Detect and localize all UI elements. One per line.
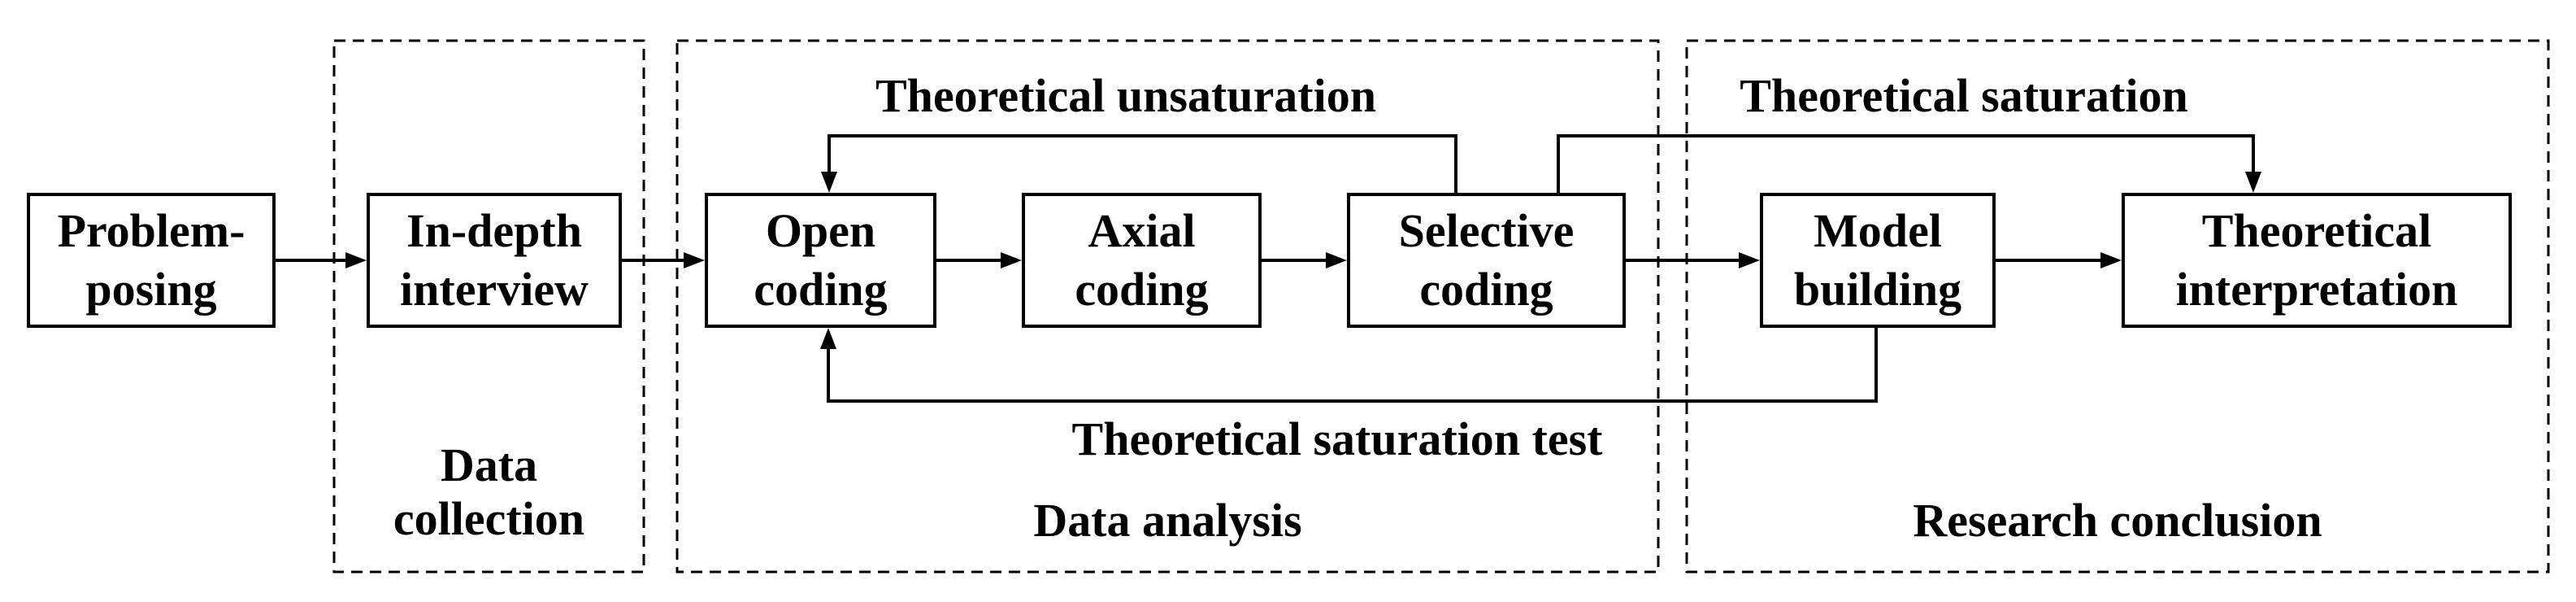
box-problem-posing-line2: posing: [85, 263, 217, 316]
box-in-depth-interview: In-depth interview: [367, 193, 622, 328]
region-data-analysis-border: [675, 39, 1660, 574]
box-open-coding: Open coding: [705, 193, 936, 328]
region-caption-data-collection: Data collection: [334, 438, 644, 546]
box-model-building: Model building: [1760, 193, 1996, 328]
box-theoretical-interpretation-line2: interpretation: [2175, 263, 2458, 316]
box-in-depth-interview-line2: interview: [400, 263, 589, 316]
box-selective-coding-line2: coding: [1419, 263, 1553, 316]
box-theoretical-interpretation-line1: Theoretical: [2201, 204, 2432, 257]
box-open-coding-line2: coding: [754, 263, 888, 316]
box-axial-coding-line2: coding: [1075, 263, 1209, 316]
box-problem-posing-line1: Problem-: [57, 204, 245, 257]
arrowhead-saturation-into-interpretation: [2245, 172, 2261, 193]
box-axial-coding: Axial coding: [1022, 193, 1262, 328]
edge-label-theoretical-saturation: Theoretical saturation: [1740, 69, 2188, 122]
arrowhead-problem-to-interview: [345, 252, 367, 268]
region-data-collection-border: [332, 39, 645, 574]
box-open-coding-line1: Open: [765, 204, 876, 257]
arrowhead-axial-to-selective: [1326, 252, 1347, 268]
region-caption-research-conclusion: Research conclusion: [1913, 494, 2322, 547]
region-caption-data-collection-line2: collection: [393, 492, 585, 545]
feedback-unsaturation-line: [828, 134, 1457, 193]
arrowhead-unsaturation-into-open: [821, 172, 837, 193]
edge-label-theoretical-saturation-test: Theoretical saturation test: [1071, 412, 1603, 465]
region-caption-data-analysis: Data analysis: [1033, 494, 1302, 547]
box-selective-coding-line1: Selective: [1398, 204, 1575, 257]
feedback-saturation-test-line: [827, 328, 1878, 403]
box-in-depth-interview-line1: In-depth: [406, 204, 582, 257]
box-model-building-line1: Model: [1814, 204, 1942, 257]
arrowhead-interview-to-open: [684, 252, 705, 268]
edge-label-theoretical-unsaturation: Theoretical unsaturation: [875, 69, 1376, 122]
box-problem-posing: Problem- posing: [27, 193, 276, 328]
feedback-saturation-line: [1557, 134, 2255, 193]
box-axial-coding-line1: Axial: [1088, 204, 1196, 257]
region-caption-data-collection-line1: Data: [440, 438, 538, 491]
arrowhead-open-to-axial: [1001, 252, 1022, 268]
region-research-conclusion-border: [1685, 39, 2550, 574]
box-model-building-line2: building: [1793, 263, 1962, 316]
arrowhead-saturation-test-into-open: [820, 328, 836, 349]
arrowhead-model-to-interpretation: [2100, 252, 2122, 268]
box-selective-coding: Selective coding: [1347, 193, 1626, 328]
box-theoretical-interpretation: Theoretical interpretation: [2122, 193, 2512, 328]
arrowhead-selective-to-model: [1739, 252, 1760, 268]
